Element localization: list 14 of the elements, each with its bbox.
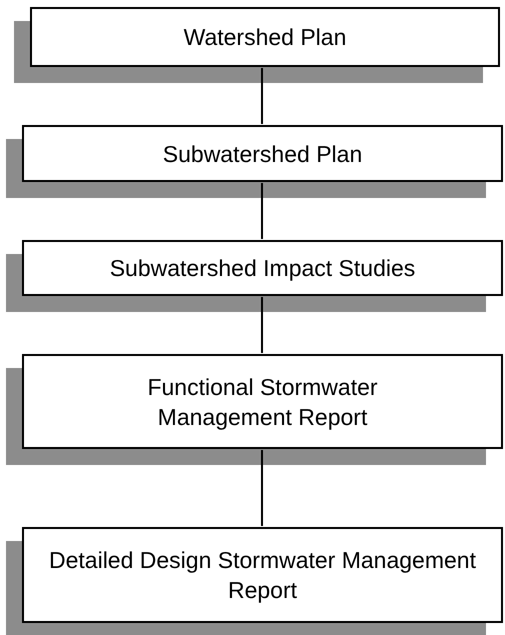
process-box <box>22 527 503 623</box>
box-label: Subwatershed Impact Studies <box>110 254 416 283</box>
connector-line <box>261 297 263 353</box>
box-label: Functional Stormwater Management Report <box>146 372 379 432</box>
box-label: Watershed Plan <box>184 23 346 52</box>
connector-line <box>261 68 263 124</box>
box-label: Detailed Design Stormwater Management Report <box>48 546 477 605</box>
box-label: Subwatershed Plan <box>162 140 362 168</box>
connector-line <box>261 183 263 239</box>
process-box <box>22 354 503 449</box>
process-box <box>22 240 503 296</box>
process-box <box>30 7 500 67</box>
process-box <box>22 125 503 182</box>
connector-line <box>261 450 263 526</box>
